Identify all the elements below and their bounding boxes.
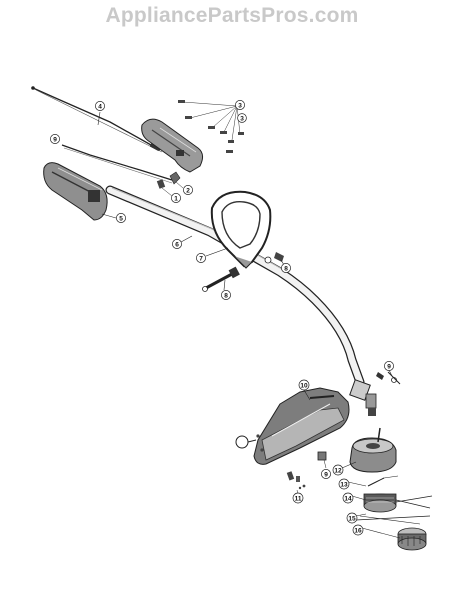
svg-text:13: 13 [340, 482, 348, 489]
svg-text:9: 9 [387, 364, 391, 371]
callout-10: 10 [298, 379, 310, 391]
spool-cap[interactable] [397, 527, 427, 551]
upper-handle-half[interactable] [141, 118, 204, 173]
svg-text:1: 1 [174, 196, 178, 203]
screws-group[interactable] [178, 100, 244, 153]
callout-13: 13 [338, 478, 350, 490]
svg-text:9: 9 [324, 472, 328, 479]
callout-2: 2 [183, 185, 193, 195]
motor-housing[interactable] [253, 387, 350, 465]
callout-9-right: 9 [384, 361, 394, 371]
callout-8: 8 [221, 290, 231, 300]
callout-1: 1 [171, 193, 181, 203]
line-spool[interactable] [363, 493, 433, 513]
svg-text:16: 16 [354, 528, 362, 535]
callout-3: 3 [235, 100, 245, 110]
lower-cable[interactable] [61, 144, 173, 184]
callout-14: 14 [342, 492, 354, 504]
watermark-text: AppliancePartsPros.com [105, 4, 359, 27]
trigger-part[interactable] [156, 171, 184, 197]
svg-text:7: 7 [199, 256, 203, 263]
svg-text:4: 4 [98, 104, 102, 111]
svg-text:12: 12 [334, 468, 342, 475]
guard-screws[interactable] [286, 471, 306, 495]
handle-bolt[interactable] [202, 266, 240, 292]
svg-text:3: 3 [240, 116, 244, 123]
callout-3-secondary: 3 [237, 113, 247, 123]
shaft-coupler[interactable] [349, 371, 401, 416]
leader-lines [341, 461, 401, 539]
trimmer-line[interactable] [355, 515, 431, 525]
svg-text:8: 8 [224, 293, 228, 300]
callout-6: 6 [172, 239, 182, 249]
callout-11: 11 [292, 492, 304, 504]
callout-15: 15 [346, 512, 358, 524]
svg-text:15: 15 [348, 516, 356, 523]
callout-16: 16 [352, 524, 364, 536]
svg-text:5: 5 [119, 216, 123, 223]
assist-handle[interactable] [210, 190, 272, 269]
lower-handle-half[interactable] [43, 162, 108, 221]
svg-text:2: 2 [186, 188, 190, 195]
svg-text:14: 14 [344, 496, 352, 503]
callout-7: 7 [196, 253, 206, 263]
callout-9: 9 [50, 134, 60, 144]
svg-text:8: 8 [284, 266, 288, 273]
svg-text:11: 11 [295, 496, 302, 503]
svg-text:9: 9 [53, 137, 57, 144]
svg-text:6: 6 [175, 242, 179, 249]
callout-5: 5 [116, 213, 126, 223]
callout-12: 12 [332, 464, 344, 476]
svg-text:3: 3 [238, 103, 242, 110]
main-shaft[interactable] [105, 185, 365, 387]
callout-9-lower: 9 [321, 469, 331, 479]
svg-text:10: 10 [300, 383, 308, 390]
callout-8-upper: 8 [281, 263, 291, 273]
guard-knob[interactable] [235, 434, 264, 452]
clip-part[interactable] [317, 451, 327, 469]
handle-knob[interactable] [264, 252, 284, 264]
spool-housing[interactable] [349, 427, 397, 473]
spool-spring[interactable] [367, 475, 399, 487]
throttle-cable[interactable] [31, 86, 163, 153]
callout-4: 4 [95, 101, 105, 111]
